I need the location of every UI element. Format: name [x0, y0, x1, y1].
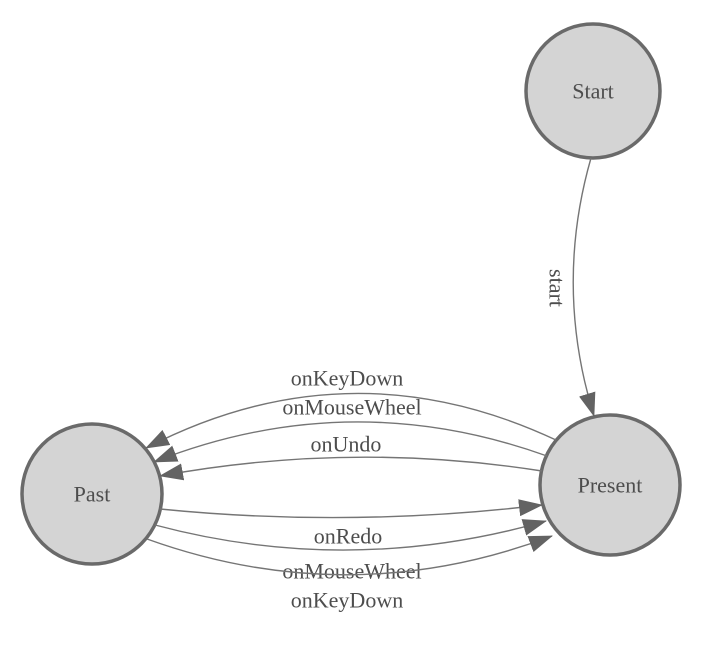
edge-path-present-to-past-onundo[interactable] [159, 456, 543, 481]
edge-present-to-past-onmousewheel[interactable]: onMouseWheel [153, 395, 548, 463]
edge-past-to-present-onredo[interactable]: onRedo [159, 499, 543, 549]
edge-present-to-past-onundo[interactable]: onUndo [159, 432, 543, 481]
edge-path-present-to-past-onmousewheel[interactable] [153, 421, 548, 463]
node-label-past: Past [74, 482, 111, 507]
node-past[interactable]: Past [20, 422, 164, 566]
edge-label-present-to-past-onundo: onUndo [311, 432, 382, 457]
edge-path-past-to-present-onmousewheel[interactable] [154, 519, 547, 551]
edge-path-start-to-present[interactable] [572, 157, 596, 417]
edge-label-present-to-past-onmousewheel: onMouseWheel [282, 395, 421, 420]
edge-past-to-present-onmousewheel[interactable]: onMouseWheel [154, 519, 547, 584]
node-circle-present[interactable] [538, 413, 682, 557]
node-circle-past[interactable] [20, 422, 164, 566]
node-label-present: Present [578, 473, 643, 498]
edge-label-start-to-present: start [545, 269, 570, 307]
edge-label-past-to-present-onredo: onRedo [314, 524, 382, 549]
node-present[interactable]: Present [538, 413, 682, 557]
edge-label-past-to-present-onkeydown: onKeyDown [291, 588, 403, 613]
node-start[interactable]: Start [524, 22, 662, 160]
node-label-start: Start [572, 79, 614, 104]
edge-past-to-present-onkeydown[interactable]: onKeyDown [146, 535, 553, 613]
edge-path-present-to-past-onkeydown[interactable] [145, 392, 557, 449]
edge-label-present-to-past-onkeydown: onKeyDown [291, 366, 403, 391]
node-circle-start[interactable] [524, 22, 662, 160]
edge-label-past-to-present-onmousewheel: onMouseWheel [282, 559, 421, 584]
edge-start-to-present[interactable]: start [545, 157, 596, 417]
edge-present-to-past-onkeydown[interactable]: onKeyDown [145, 366, 557, 449]
edge-path-past-to-present-onkeydown[interactable] [146, 535, 553, 576]
edge-path-past-to-present-onredo[interactable] [159, 499, 543, 519]
